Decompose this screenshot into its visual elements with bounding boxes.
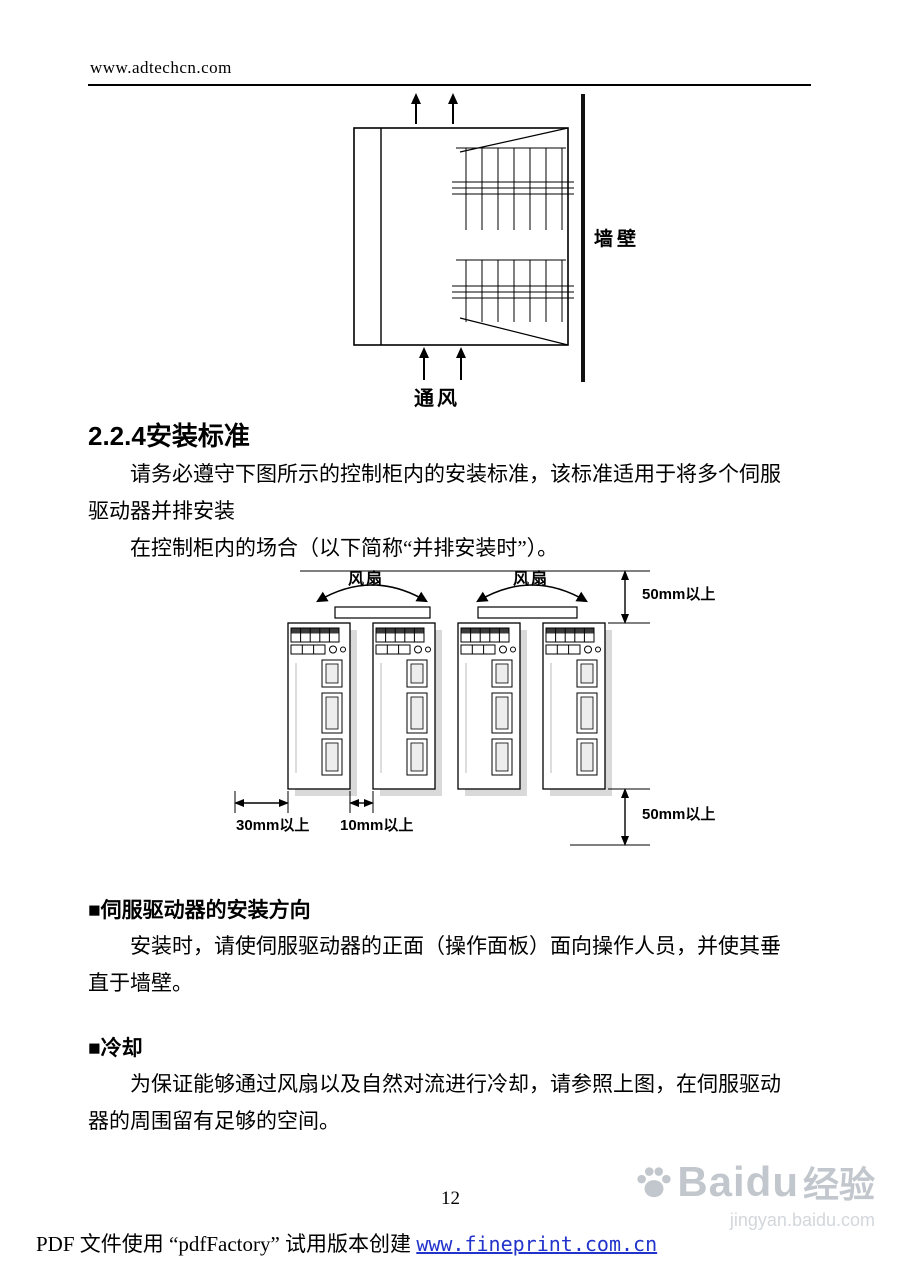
watermark-subtext: jingyan.baidu.com [729, 1210, 875, 1230]
mount-direction-paragraph: 安装时，请使伺服驱动器的正面（操作面板）面向操作人员，并使其垂 直于墙壁。 [88, 928, 836, 1002]
paragraph-line: 驱动器并排安装 [88, 499, 235, 523]
wall-mount-drawing [353, 93, 585, 382]
dimension-label-left: 30mm以上 [236, 817, 310, 834]
wall-label: 墙壁 [594, 229, 641, 250]
ventilation-label: 通风 [414, 388, 460, 410]
dimension-label-top: 50mm以上 [642, 586, 716, 603]
dimension-label-bottom: 50mm以上 [642, 806, 716, 823]
page-number: 12 [441, 1188, 460, 1209]
fineprint-link[interactable]: www.fineprint.com.cn [416, 1232, 658, 1256]
fan-label: 风扇 [513, 571, 550, 588]
figure-side-by-side-install: 风扇 风扇 50mm以上 50mm以上 30mm以上 10mm以上 [230, 563, 740, 855]
paragraph-line: 安装时，请使伺服驱动器的正面（操作面板）面向操作人员，并使其垂 [130, 934, 781, 958]
section-title-mount-direction: ■伺服驱动器的安装方向 [88, 899, 311, 922]
section-title-install-standard: 2.2.4安装标准 [88, 421, 250, 451]
paragraph-line: 直于墙壁。 [88, 971, 193, 995]
side-by-side-drawing [234, 570, 650, 846]
watermark-brand: Baidu [677, 1158, 799, 1205]
cooling-paragraph: 为保证能够通过风扇以及自然对流进行冷却，请参照上图，在伺服驱动 器的周围留有足够… [88, 1066, 836, 1140]
paragraph-line: 器的周围留有足够的空间。 [88, 1109, 340, 1133]
figure-wall-mount: 墙壁 通风 [348, 90, 660, 412]
paragraph-line: 为保证能够通过风扇以及自然对流进行冷却，请参照上图，在伺服驱动 [130, 1072, 781, 1096]
fan-label: 风扇 [348, 571, 385, 588]
watermark-suffix: 经验 [802, 1164, 875, 1205]
dimension-label-middle: 10mm以上 [340, 817, 414, 834]
baidu-watermark: Baidu 经验 jingyan.baidu.com [635, 1156, 875, 1231]
header-url: www.adtechcn.com [90, 58, 232, 77]
paragraph-line: 在控制柜内的场合（以下简称“并排安装时”）。 [130, 536, 559, 560]
pdf-creation-notice: PDF 文件使用 “pdfFactory” 试用版本创建 [36, 1232, 417, 1256]
footer-notice: PDF 文件使用 “pdfFactory” 试用版本创建 www.finepri… [36, 1228, 657, 1258]
install-standard-paragraph: 请务必遵守下图所示的控制柜内的安装标准，该标准适用于将多个伺服 驱动器并排安装 … [88, 456, 836, 567]
section-title-cooling: ■冷却 [88, 1037, 143, 1060]
paw-icon [637, 1167, 671, 1198]
header-rule [88, 84, 811, 86]
paragraph-line: 请务必遵守下图所示的控制柜内的安装标准，该标准适用于将多个伺服 [130, 462, 781, 486]
